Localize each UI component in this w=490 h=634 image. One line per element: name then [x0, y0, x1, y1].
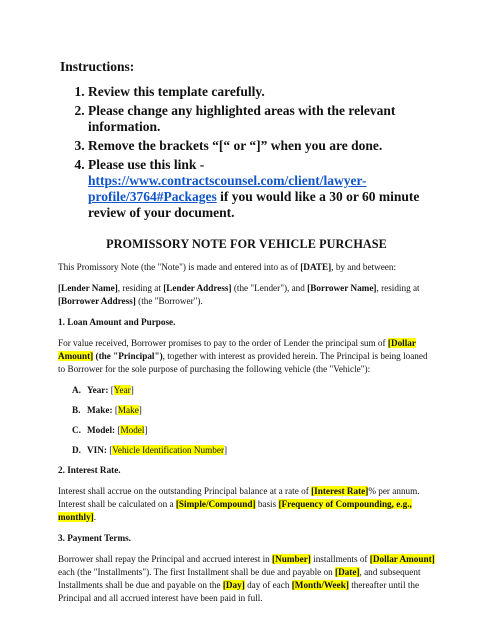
payment-period-placeholder: [Month/Week]: [291, 580, 349, 590]
instructions-heading: Instructions:: [60, 59, 135, 74]
borrower-address-placeholder: [Borrower Address]: [58, 296, 136, 306]
payment-day-placeholder: [Day]: [222, 580, 245, 590]
parties-paragraph: [Lender Name], residing at [Lender Addre…: [58, 283, 420, 306]
instruction-item: Please use this link - https://www.contr…: [88, 157, 440, 221]
date-placeholder: [DATE]: [300, 262, 332, 272]
principal-label: (the "Principal"): [93, 351, 163, 361]
promissory-note: PROMISSORY NOTE FOR VEHICLE PURCHASE Thi…: [58, 238, 435, 613]
vehicle-list: A.Year: [Year] B.Make: [Make] C.Model: […: [58, 384, 435, 457]
year-placeholder: Year: [113, 385, 131, 395]
vehicle-item-model: C.Model: [Model]: [72, 425, 148, 435]
installment-amount-placeholder: [Dollar Amount]: [369, 554, 435, 564]
intro-paragraph: This Promissory Note (the "Note") is mad…: [58, 262, 397, 272]
instruction-item: Review this template carefully.: [88, 84, 440, 100]
model-placeholder: Model: [120, 425, 145, 435]
section-3-heading: 3. Payment Terms.: [58, 533, 131, 543]
section-2-paragraph: Interest shall accrue on the outstanding…: [58, 486, 420, 522]
instruction-item: Please change any highlighted areas with…: [88, 103, 440, 135]
instructions-list: Review this template carefully. Please c…: [60, 84, 440, 221]
document-title: PROMISSORY NOTE FOR VEHICLE PURCHASE: [106, 237, 387, 251]
lender-name-placeholder: [Lender Name]: [58, 283, 118, 293]
instruction-text: Please use this link -: [88, 157, 205, 172]
vehicle-item-make: B.Make: [Make]: [72, 405, 142, 415]
lender-address-placeholder: [Lender Address]: [163, 283, 232, 293]
vin-placeholder: Vehicle Identification Number: [112, 445, 225, 455]
instructions-block: Instructions: Review this template caref…: [60, 58, 440, 224]
section-2-heading: 2. Interest Rate.: [58, 465, 121, 475]
installment-number-placeholder: [Number]: [272, 554, 311, 564]
section-3-paragraph: Borrower shall repay the Principal and a…: [58, 554, 435, 603]
section-1-paragraph: For value received, Borrower promises to…: [58, 338, 428, 374]
interest-type-placeholder: [Simple/Compound]: [175, 499, 256, 509]
instruction-suffix: if you would like a 30 or 60 minute revi…: [88, 189, 420, 220]
instruction-item: Remove the brackets “[“ or “]” when you …: [88, 138, 440, 154]
vehicle-item-year: A.Year: [Year]: [72, 385, 134, 395]
interest-rate-placeholder: [Interest Rate]: [311, 486, 369, 496]
make-placeholder: Make: [117, 405, 139, 415]
review-link[interactable]: https://www.contractscounsel.com/client/…: [88, 173, 367, 204]
vehicle-item-vin: D.VIN: [Vehicle Identification Number]: [72, 445, 228, 455]
borrower-name-placeholder: [Borrower Name]: [307, 283, 377, 293]
section-1-heading: 1. Loan Amount and Purpose.: [58, 317, 176, 327]
first-installment-date-placeholder: [Date]: [335, 567, 360, 577]
